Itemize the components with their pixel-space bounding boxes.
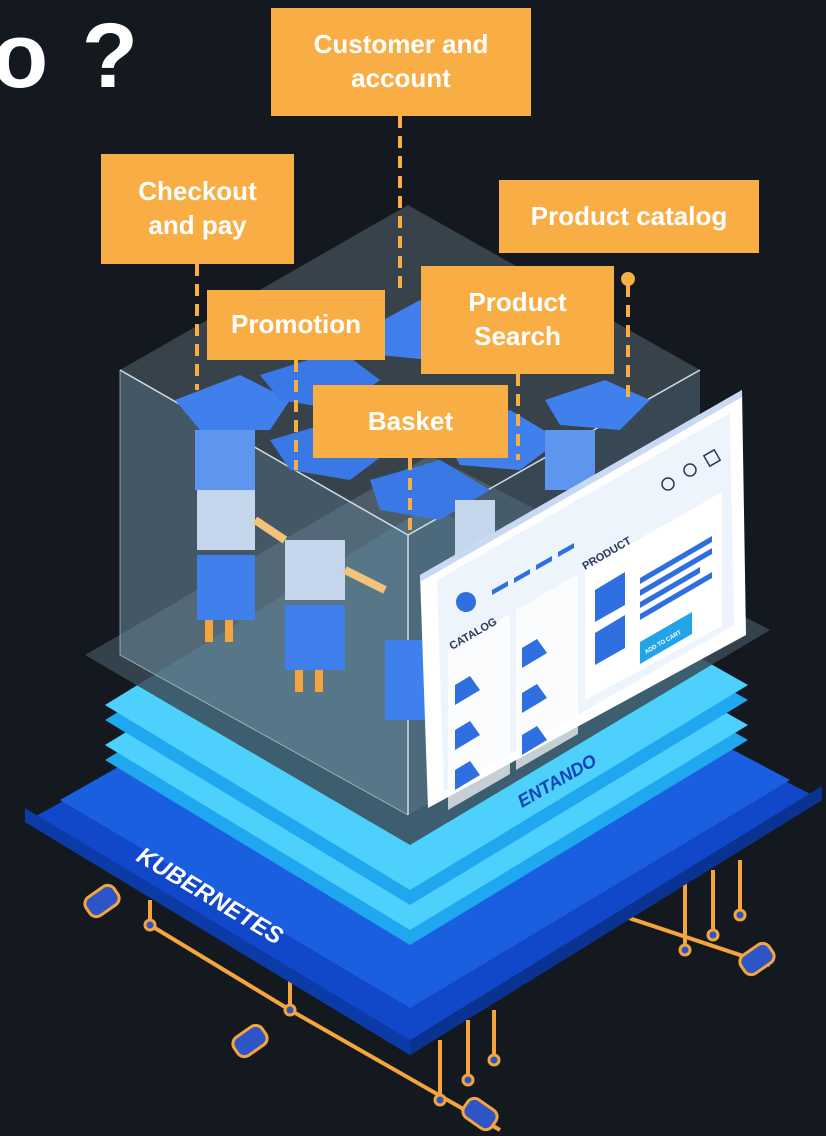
label-checkout-pay: Checkout and pay [101, 154, 294, 264]
page-heading: o ? [0, 5, 142, 107]
label-connectors [195, 116, 630, 535]
label-product-search: Product Search [421, 266, 614, 374]
app-screen [420, 390, 746, 810]
label-customer-account: Customer and account [271, 8, 531, 116]
label-promotion: Promotion [207, 290, 385, 360]
label-product-catalog: Product catalog [499, 180, 759, 253]
label-basket: Basket [313, 385, 508, 458]
catalog-connector-dot [621, 272, 635, 286]
pipe-valves [83, 883, 776, 1132]
